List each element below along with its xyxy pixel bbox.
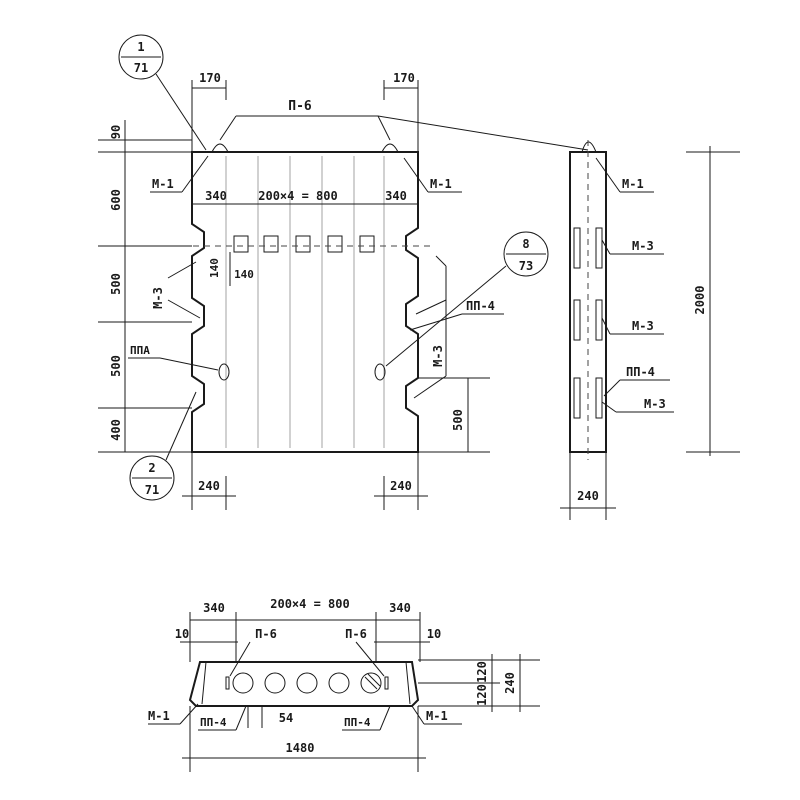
m1-right-leader-2 (403, 157, 429, 193)
plan-dim-120-top: 120 (475, 661, 489, 683)
dim-400: 400 (109, 419, 123, 441)
side-2000-dim (686, 146, 740, 456)
plan-pp4-right-leader (379, 705, 391, 731)
dim-600: 600 (109, 189, 123, 211)
p6-leader-right (377, 115, 391, 141)
bottom-240-dims (182, 452, 428, 510)
plan-holes (232, 672, 382, 694)
dim-500-upper: 500 (109, 273, 123, 295)
dim-500-lower: 500 (109, 355, 123, 377)
top-170-dims (191, 80, 419, 152)
ppa-leader (159, 357, 219, 371)
plan-dim-10-left: 10 (175, 627, 189, 641)
callout-2-71: 2 71 (129, 391, 197, 501)
side-m3c-leader-2 (601, 401, 617, 413)
label-p6: П-6 (288, 99, 312, 114)
dim-340-left: 340 (205, 189, 227, 203)
side-elevation: М-1 М-3 М-3 ПП-4 М-3 2000 240 (560, 140, 740, 520)
m3-left-leaders (167, 261, 201, 319)
mounting-loop-right (374, 363, 386, 381)
plan-overall-dim (182, 706, 426, 772)
svg-text:71: 71 (145, 483, 159, 497)
p6-leader-left (219, 115, 237, 141)
side-pp4-leader-2 (603, 379, 621, 397)
label-m3-left: М-3 (151, 287, 165, 309)
svg-text:73: 73 (519, 259, 533, 273)
plan-dim-340-right: 340 (389, 601, 411, 615)
label-m3-right: М-3 (431, 345, 445, 367)
plan-pp4-left-leader (235, 705, 247, 731)
plan-dim-54: 54 (279, 711, 293, 725)
plan-label-p6-right: П-6 (345, 627, 367, 641)
plan-inner-right (405, 661, 411, 705)
plan-dim-340-left: 340 (203, 601, 225, 615)
side-lifting-loop (581, 141, 597, 153)
plan-loop-right (384, 676, 389, 690)
plan-label-m1-left: М-1 (148, 709, 170, 723)
side-label-pp4: ПП-4 (626, 365, 655, 379)
lifting-loop-right (381, 143, 399, 153)
plan-block-outline (188, 661, 420, 707)
side-anchors (573, 227, 603, 419)
m3-right-leaders (413, 255, 447, 399)
plan-dim-800: 200×4 = 800 (270, 597, 349, 611)
plan-loop-left (225, 676, 230, 690)
plan-p6-left-leader (229, 641, 251, 677)
dim-240-right: 240 (390, 479, 412, 493)
plan-dim-240: 240 (503, 672, 517, 694)
plan-label-p6-left: П-6 (255, 627, 277, 641)
mounting-loop-left (218, 363, 230, 381)
svg-text:8: 8 (522, 237, 529, 251)
m1-left-leader-2 (181, 155, 209, 193)
side-dim-2000: 2000 (693, 286, 707, 315)
label-ppa: ППА (130, 344, 150, 357)
side-dim-240: 240 (577, 489, 599, 503)
label-m1-right: М-1 (430, 177, 452, 191)
plan-view: 340 200×4 = 800 340 10 10 П-6 П-6 120 12… (148, 597, 540, 772)
plan-dim-120-bottom: 120 (475, 684, 489, 706)
side-label-m3-top: М-3 (632, 239, 654, 253)
plan-dim-1480: 1480 (286, 741, 315, 755)
side-m1-leader-2 (595, 157, 621, 193)
square-openings (233, 235, 375, 253)
side-m3b-leader-2 (601, 317, 611, 335)
front-elevation: 90 600 500 500 400 170 170 П-6 1 71 (98, 34, 589, 510)
dim-140-horizontal: 140 (234, 268, 254, 281)
svg-text:71: 71 (134, 61, 148, 75)
dim-340-right: 340 (385, 189, 407, 203)
dim-140-vertical: 140 (208, 258, 221, 278)
side-label-m1: М-1 (622, 177, 644, 191)
side-label-m3-mid: М-3 (632, 319, 654, 333)
p6-leader-side (377, 115, 589, 151)
lifting-loop-left (211, 143, 229, 153)
plan-top-dims (180, 612, 430, 662)
plan-right-dims (418, 654, 540, 712)
plan-label-m1-right: М-1 (426, 709, 448, 723)
dim-800: 200×4 = 800 (258, 189, 337, 203)
left-dim-chain (98, 120, 192, 453)
dim-240-left: 240 (198, 479, 220, 493)
plan-p6-right-leader (355, 641, 385, 677)
plan-inner-left (201, 661, 207, 705)
callout-1-71: 1 71 (118, 34, 207, 151)
dim-500-right: 500 (451, 409, 465, 431)
dim-170-right: 170 (393, 71, 415, 85)
plan-label-pp4-right: ПП-4 (344, 716, 371, 729)
plan-dim-10-right: 10 (427, 627, 441, 641)
plan-label-pp4-left: ПП-4 (200, 716, 227, 729)
dim-90: 90 (109, 125, 123, 139)
label-pp4-right: ПП-4 (466, 299, 495, 313)
label-m1-left: М-1 (152, 177, 174, 191)
front-hatch (225, 156, 385, 448)
side-240-dim (560, 452, 616, 520)
svg-text:2: 2 (148, 461, 155, 475)
pp4-right-leader (409, 313, 463, 331)
side-m3a-leader-2 (601, 239, 611, 255)
dim-170-left: 170 (199, 71, 221, 85)
side-label-m3-bottom: М-3 (644, 397, 666, 411)
svg-text:1: 1 (137, 40, 144, 54)
plan-m1-left-leader (179, 703, 199, 725)
